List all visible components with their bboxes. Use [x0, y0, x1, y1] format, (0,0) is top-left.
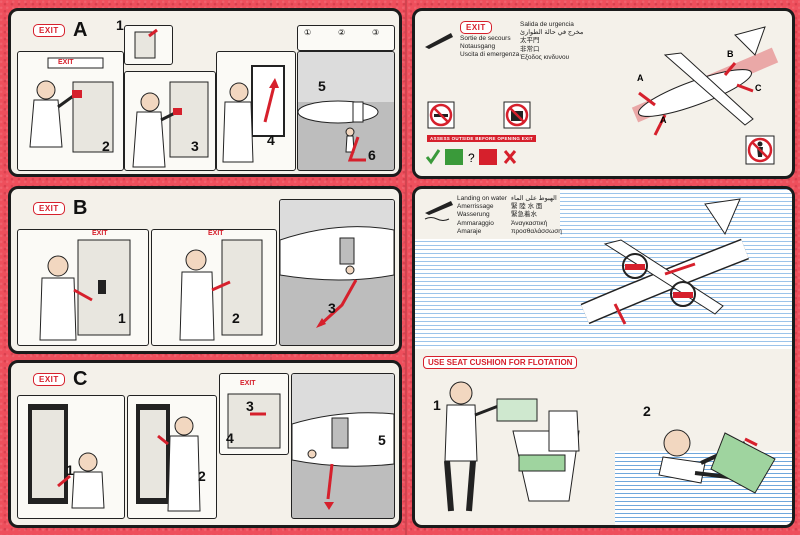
seat-cushion-banner: USE SEAT CUSHION FOR FLOTATION	[423, 356, 578, 369]
step-number: 3	[328, 300, 336, 316]
aircraft-on-water-illustration	[580, 198, 749, 325]
person-pushing-door-illustration	[136, 404, 201, 512]
exit-badge: EXIT	[33, 24, 65, 37]
door-sign: EXIT	[240, 380, 256, 387]
step-number: 5	[318, 78, 326, 94]
step-number: 6	[368, 147, 376, 163]
step-number: 4	[226, 430, 234, 446]
no-luggage-icon	[503, 101, 531, 129]
aircraft-exit-map-illustration	[631, 26, 779, 136]
panel-exit-a: EXIT A EXIT 2 1 3	[8, 8, 402, 177]
person-crouching-door-illustration	[28, 404, 105, 509]
aircraft-stair-door-illustration	[292, 374, 394, 510]
svg-text:?: ?	[468, 151, 475, 165]
plane-label: A	[660, 115, 667, 125]
step-cell-1: EXIT 2	[17, 51, 124, 171]
plane-label: B	[727, 49, 734, 59]
person-at-door-illustration	[39, 239, 131, 341]
door-handle-illustration	[227, 393, 281, 449]
no-smoking-icon	[427, 101, 455, 129]
plane-label: A	[637, 73, 644, 83]
step-cell-1: 1	[17, 395, 125, 519]
language-list-right: الهبوط على الماء 緊 陸 水 面 緊急着水 Άναγκαστικ…	[511, 195, 562, 235]
panel-exit-b: EXIT B EXIT 1 EXIT 2 3	[8, 186, 402, 354]
fold-line	[405, 0, 407, 535]
person-reaching-door-illustration	[29, 57, 114, 153]
water-area-left	[415, 239, 560, 349]
step-number: 1	[118, 310, 126, 326]
person-opening-door-illustration	[179, 239, 263, 341]
aircraft-side-door-illustration	[280, 200, 394, 328]
step-number: 5	[378, 432, 386, 448]
step-number: 2	[102, 138, 110, 154]
person-lifting-door-illustration	[222, 65, 285, 163]
step-cell-3: EXIT 3 4	[219, 373, 289, 455]
door-sign: EXIT	[92, 230, 108, 237]
language-list: Sortie de secours Notausgang Uscita di e…	[460, 35, 520, 59]
step-number: 2	[643, 403, 651, 419]
step-number: 2	[198, 468, 206, 484]
step-cell-5: 5	[291, 373, 395, 519]
panel-water-landing: Landing on water Amerrissage Wasserung A…	[412, 186, 795, 528]
panel-letter: A	[73, 19, 88, 41]
person-pulling-handle-illustration	[132, 81, 209, 168]
assess-outside-banner: ASSESS OUTSIDE BEFORE OPENING EXIT	[427, 135, 536, 142]
substep: ②	[338, 28, 346, 37]
step-number: 1	[433, 397, 441, 413]
step-cell-2	[124, 25, 173, 65]
plane-label: C	[755, 83, 762, 93]
step-cell-2: EXIT 2	[151, 229, 277, 346]
step-cell-2: 2	[127, 395, 217, 519]
language-list: Landing on water Amerrissage Wasserung A…	[457, 195, 507, 235]
step-number: 1	[116, 17, 124, 33]
assess-check-icons: ?	[425, 149, 517, 165]
seat-sequence: ① ② ③	[297, 25, 395, 51]
door-sign: EXIT	[208, 230, 224, 237]
step-cell-1: EXIT 1	[17, 229, 149, 346]
language-list-right: Salida de urgencia مخرج في حالة الطوارئ …	[520, 21, 584, 61]
swimmer-with-cushion-illustration	[658, 429, 776, 494]
step-cell-3: 3	[279, 199, 395, 346]
substep: ③	[372, 28, 380, 37]
exit-badge: EXIT	[33, 202, 65, 215]
aircraft-evacuation-illustration	[298, 52, 394, 162]
no-entry-person-icon	[745, 135, 775, 165]
step-cell-3: 3	[124, 71, 216, 171]
substep: ①	[304, 28, 312, 37]
exit-badge: EXIT	[460, 21, 492, 34]
exit-badge: EXIT	[33, 373, 65, 386]
panel-letter: B	[73, 197, 88, 219]
step-number: 3	[191, 138, 199, 154]
water-landing-icon	[424, 201, 453, 221]
step-cell-4: 4	[216, 51, 296, 171]
panel-letter: C	[73, 368, 88, 390]
exit-slide-icon	[425, 33, 453, 49]
step-cell-5: 5 6	[297, 51, 395, 171]
person-removing-cushion-illustration	[444, 381, 580, 512]
step-number: 4	[267, 132, 275, 148]
panel-exit-info: EXIT Sortie de secours Notausgang Uscita…	[412, 8, 795, 179]
step-number: 1	[66, 462, 74, 478]
panel-exit-c: EXIT C 1 2 EXIT 3 4	[8, 360, 402, 528]
step-number: 2	[232, 310, 240, 326]
step-number: 3	[246, 398, 254, 414]
door-sign: EXIT	[58, 59, 74, 66]
